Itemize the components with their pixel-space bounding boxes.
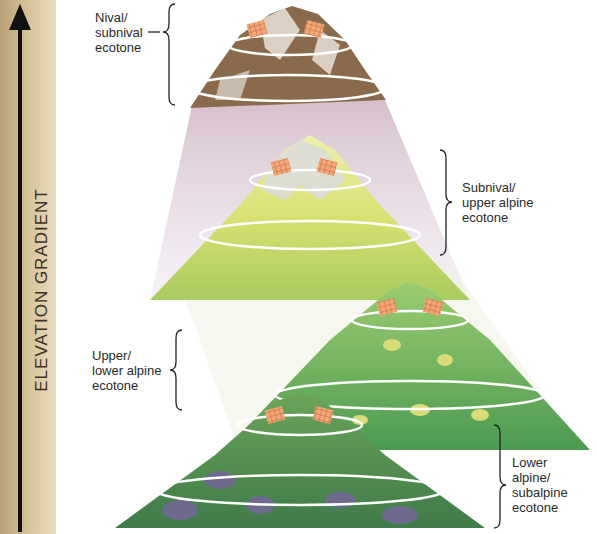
nival-peak — [190, 6, 386, 108]
curly-bracket — [494, 425, 506, 528]
subnival-cone — [150, 135, 470, 300]
plot-grid — [316, 158, 337, 176]
summit-ring — [155, 475, 445, 505]
elevation-arrow — [18, 26, 22, 532]
snow-patch — [215, 70, 250, 100]
transition-band — [150, 100, 470, 300]
axis-label: ELEVATION GRADIENT — [32, 188, 52, 391]
forest-patch — [204, 471, 236, 489]
curly-bracket — [170, 330, 182, 410]
plot-grid — [422, 298, 443, 316]
summit-ring — [250, 170, 370, 190]
zone-label: Upper/ lower alpine ecotone — [92, 348, 163, 393]
leader-dash — [148, 31, 160, 32]
zone-label: Nival/ subnival ecotone — [95, 10, 157, 55]
plot-grid — [376, 298, 397, 316]
vegetation-patch — [471, 409, 489, 421]
summit-ring — [238, 415, 362, 435]
vegetation-patch — [437, 354, 453, 366]
elevation-arrowhead — [9, 4, 31, 30]
summit-ring — [190, 75, 386, 101]
summit-ring — [228, 35, 352, 55]
forest-patch — [382, 506, 418, 524]
summit-ring — [352, 311, 468, 329]
zone-label: Lower alpine/ subalpine ecotone — [512, 455, 578, 515]
summit-ring — [200, 221, 420, 249]
zone-label: Subnival/ upper alpine ecotone — [462, 180, 544, 225]
plot-grid — [264, 406, 285, 424]
subalpine-cone — [115, 392, 485, 528]
vegetation-patch — [383, 339, 401, 351]
plot-grid — [312, 406, 333, 424]
plot-grid — [270, 158, 291, 176]
plot-grid — [246, 20, 267, 38]
curly-bracket — [163, 4, 175, 105]
elevation-strip — [0, 0, 56, 534]
plot-grid — [303, 20, 324, 38]
forest-patch — [162, 500, 198, 520]
curly-bracket — [440, 150, 452, 255]
